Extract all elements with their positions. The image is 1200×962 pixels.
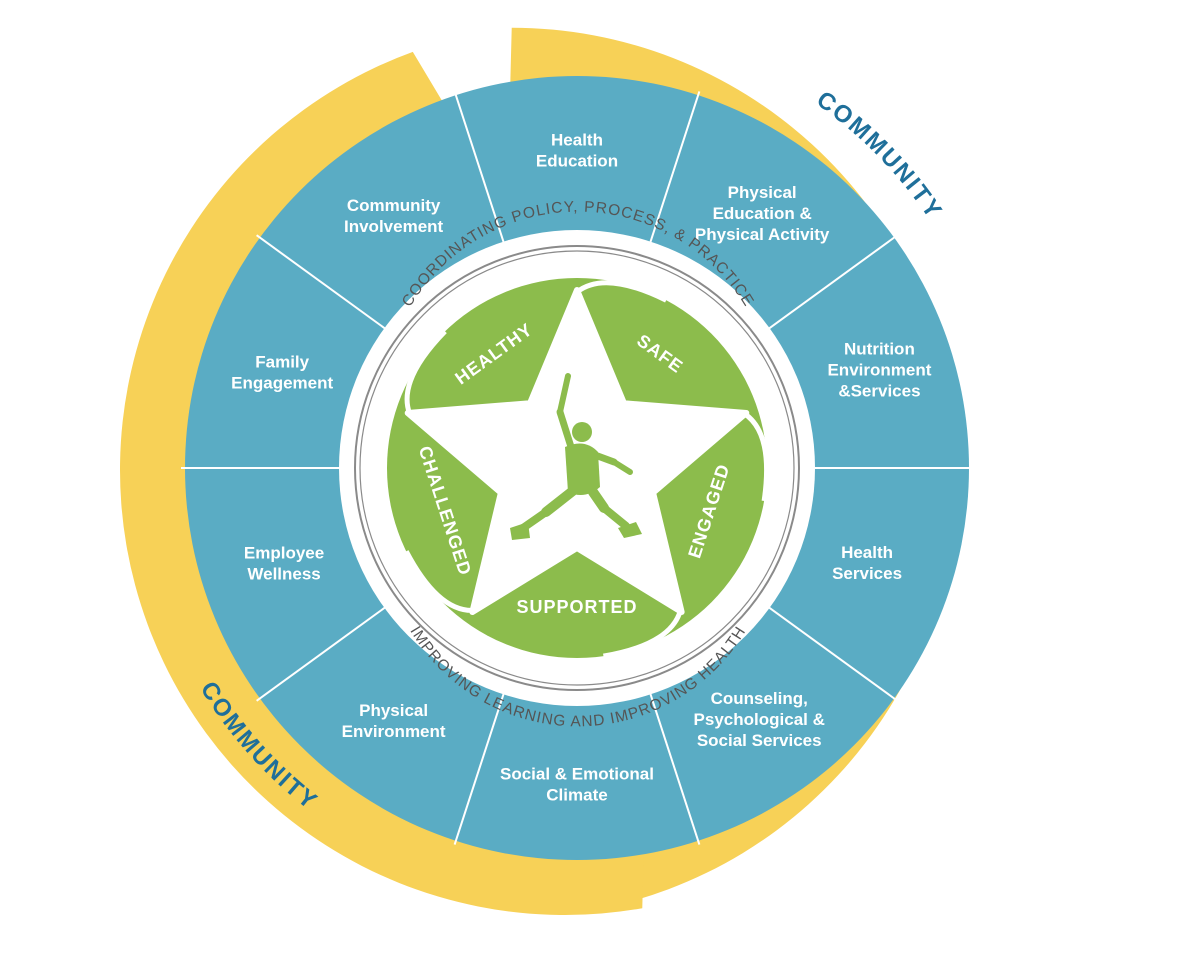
swirl-dividers — [404, 280, 769, 659]
swirl-divider — [575, 280, 668, 303]
segment-divider — [762, 602, 898, 702]
segment-divider — [762, 234, 898, 334]
segment-divider — [647, 91, 701, 250]
segment-dividers — [181, 91, 973, 845]
swirl-divider — [404, 329, 447, 415]
core-ring-line-2 — [359, 250, 795, 686]
swirl-divider — [404, 550, 474, 613]
community-band-bottom-left — [120, 51, 644, 915]
segment-divider — [453, 91, 507, 250]
quality-label: SUPPORTED — [516, 597, 637, 617]
segment-divider — [647, 686, 701, 845]
swirl-divider — [603, 609, 683, 659]
core-ring-line-1 — [354, 245, 800, 691]
segment-divider — [256, 602, 392, 702]
component-segment-label: Counseling,Psychological &Social Service… — [694, 689, 825, 750]
segment-divider — [256, 234, 392, 334]
jumping-person-icon — [510, 373, 642, 540]
swirl-divider — [742, 411, 769, 502]
segment-divider — [453, 686, 507, 845]
